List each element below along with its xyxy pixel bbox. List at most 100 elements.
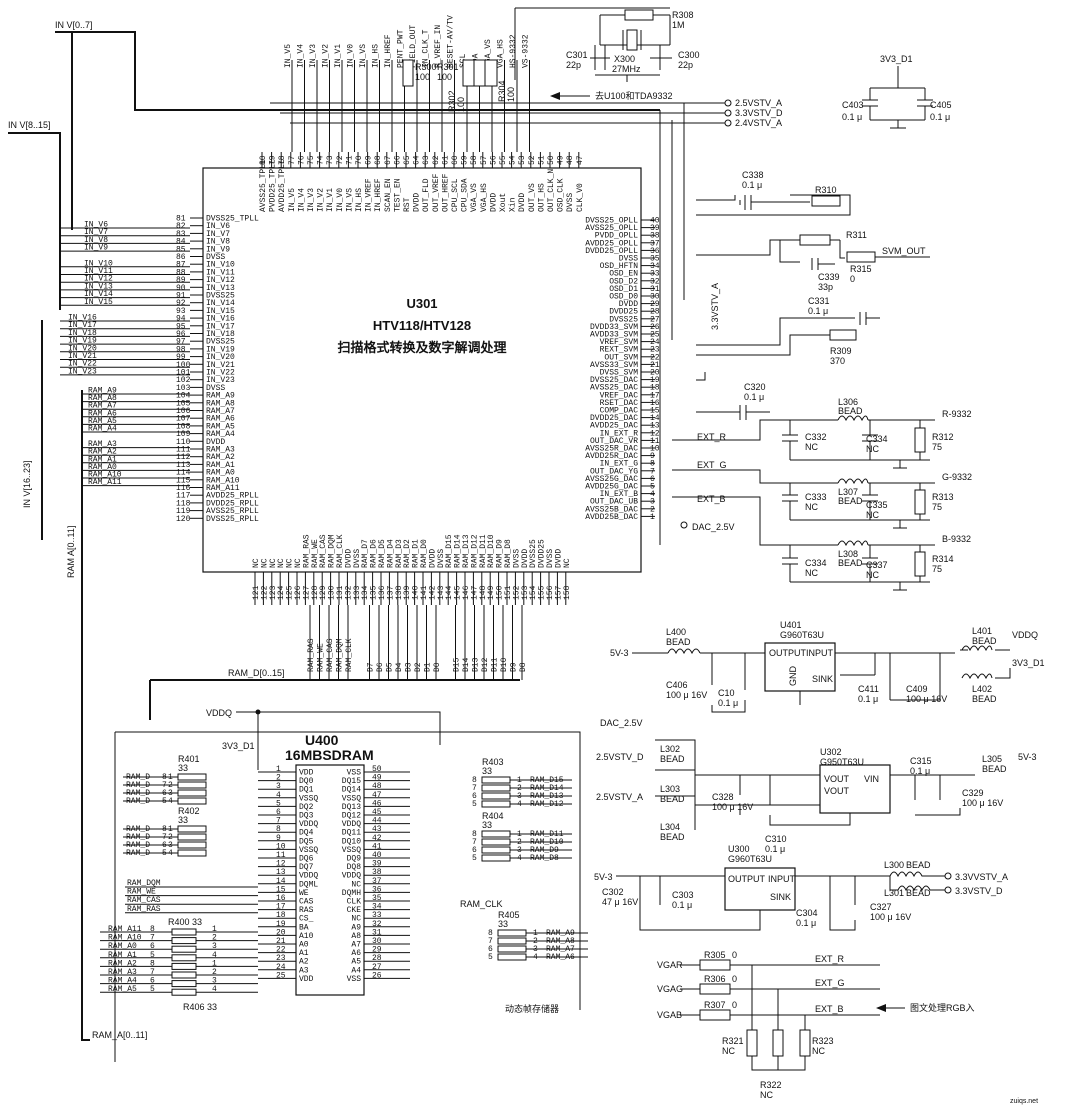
u301-top-pin-name: CPU_SCL bbox=[451, 178, 460, 212]
resistor-r322 bbox=[772, 1029, 784, 1057]
u301-bottom-pin-name: DVDD bbox=[521, 549, 530, 568]
terminal-3-3vvstv-a[interactable] bbox=[944, 872, 952, 880]
u400-right-pin-name: CKE bbox=[347, 906, 362, 915]
in-v-label: IN_V18 bbox=[68, 329, 97, 338]
rgb-output-wiring bbox=[672, 419, 935, 546]
rpack-element bbox=[497, 929, 527, 937]
u400-right-pin-name: VDDQ bbox=[342, 820, 361, 829]
bus-ram-a bbox=[81, 390, 90, 1041]
bus-label-in-v-8-15: IN V[8..15] bbox=[8, 120, 51, 130]
rail-3-3vstv-d-terminal[interactable] bbox=[724, 109, 732, 117]
decoupling-wiring bbox=[862, 66, 933, 129]
u301-function: 扫描格式转换及数字解调处理 bbox=[337, 340, 506, 355]
label-rgb-in: 图文处理RGB入 bbox=[910, 1002, 975, 1013]
u400-supply-wiring bbox=[114, 711, 581, 1062]
c10-value: 0.1 μ bbox=[718, 698, 738, 708]
u301-right-pin-name: AVSS33_SVM bbox=[590, 361, 638, 370]
u301-bottom-pin-name: NC bbox=[252, 558, 261, 568]
u400-left-pin-num: 9 bbox=[276, 834, 281, 843]
u400-left-pin-name: DQ2 bbox=[299, 803, 314, 812]
u301-right-pin-num: 36 bbox=[650, 247, 660, 256]
u301-left-pin-name: IN_V11 bbox=[206, 268, 235, 277]
rpack-element bbox=[177, 849, 207, 857]
top-net-label: IN_V0 bbox=[347, 44, 356, 68]
net-ext-g-out: EXT_G bbox=[815, 978, 845, 988]
ram-a-pad-right: 1 bbox=[212, 959, 217, 968]
rail-2-5vstv-a-terminal[interactable] bbox=[724, 99, 732, 107]
u400-right-pin-name: A6 bbox=[351, 949, 361, 958]
u301-top-pin-name: OUT_VREF bbox=[432, 173, 441, 212]
r302-value: 100 bbox=[456, 97, 466, 112]
in-v-label: IN_V21 bbox=[68, 352, 97, 361]
rpack-value: 33 bbox=[482, 766, 492, 776]
in-v-label: IN_V6 bbox=[84, 221, 108, 230]
u301-bottom-pin-name: DVSS bbox=[437, 549, 446, 568]
u400-right-pin-name: NC bbox=[351, 915, 361, 924]
u301-bottom-pin-name: RAM_D11 bbox=[479, 534, 488, 568]
u301-right-pin-num: 13 bbox=[650, 422, 660, 431]
crystal-x300-plates bbox=[622, 30, 642, 50]
u302-pin-vout-1: VOUT bbox=[824, 774, 850, 784]
rail-2-4vstv-a-label: 2.4VSTV_A bbox=[735, 118, 782, 128]
r322-ref: R322 bbox=[760, 1080, 782, 1090]
top-net-label: IN_V4 bbox=[297, 44, 306, 68]
in-v-label: IN_V19 bbox=[68, 337, 97, 346]
u400-left-pin-name: RAS bbox=[299, 906, 314, 915]
ram-a-label: RAM_A5 bbox=[88, 417, 117, 426]
c300-ref: C300 bbox=[678, 50, 700, 60]
net-dac-2-5v-b: DAC_2.5V bbox=[600, 718, 643, 728]
resistor-r313 bbox=[914, 489, 926, 515]
terminal-3-3vstv-d[interactable] bbox=[944, 886, 952, 894]
u301-left-pin-name: RAM_A6 bbox=[206, 415, 235, 424]
u400-left-pin-num: 1 bbox=[276, 765, 281, 774]
rpack-element bbox=[497, 945, 527, 953]
u301-right-pin-num: 31 bbox=[650, 285, 660, 294]
ram-a-net: RAM_A11 bbox=[108, 925, 142, 934]
u301-left-pin-num: 116 bbox=[176, 484, 191, 493]
r308-value: 1M bbox=[672, 20, 685, 30]
r323-value: NC bbox=[812, 1046, 825, 1056]
u301-bottom-pin-num: 144 bbox=[445, 585, 454, 600]
rpack-pad: 8 bbox=[472, 830, 477, 839]
rpack-pad: 7 bbox=[472, 784, 477, 793]
u400-caption: 动态帧存储器 bbox=[505, 1003, 559, 1014]
in-v-label: IN_V7 bbox=[84, 228, 108, 237]
u400-right-pin-num: 40 bbox=[372, 851, 382, 860]
u301-top-pin-name: PVDD25_TPLL bbox=[269, 159, 278, 212]
rail-3-3vstv-d-label: 3.3VSTV_D bbox=[735, 108, 783, 118]
u301-right-pin-num: 3 bbox=[650, 498, 655, 507]
u401-beads bbox=[667, 645, 993, 680]
u301-left-pin-name: DVSS25_TPLL bbox=[206, 215, 259, 224]
c403-value: 0.1 μ bbox=[842, 112, 862, 122]
u400-body bbox=[295, 764, 365, 996]
c310-value: 0.1 μ bbox=[765, 844, 785, 854]
x300-value: 27MHz bbox=[612, 64, 641, 74]
dac-2-5v-terminal[interactable] bbox=[680, 521, 688, 529]
u302-ref: U302 bbox=[820, 747, 842, 757]
u301-top-pin-num: 47 bbox=[576, 155, 585, 165]
net-3v3-d1-top: 3V3_D1 bbox=[880, 54, 913, 64]
resistor-r308 bbox=[624, 9, 654, 21]
c338-ref: C338 bbox=[742, 170, 764, 180]
u302-part: G950T63U bbox=[820, 757, 864, 767]
c409-ref: C409 bbox=[906, 684, 928, 694]
rpack-element bbox=[177, 773, 207, 781]
l301-value: BEAD bbox=[906, 888, 931, 898]
bus-label-in-v-0-7: IN V[0..7] bbox=[55, 20, 93, 30]
top-power-rails bbox=[270, 102, 725, 124]
u401-wiring bbox=[632, 649, 1011, 713]
u301-right-pin-name: AVSS25_DAC bbox=[590, 384, 638, 393]
u301-top-pin-num: 73 bbox=[326, 155, 335, 165]
u301-right-pin-num: 9 bbox=[650, 452, 655, 461]
u301-left-pin-num: 104 bbox=[176, 392, 191, 401]
u301-bottom-pin-name: RAM_D7 bbox=[361, 539, 370, 568]
bus-in-v-8-15 bbox=[8, 132, 61, 310]
net-5v3-c: 5V-3 bbox=[594, 872, 613, 882]
c304-ref: C304 bbox=[796, 908, 818, 918]
rail-2-4vstv-a-terminal[interactable] bbox=[724, 119, 732, 127]
u302-pin-vout-2: VOUT bbox=[824, 786, 850, 796]
ram-a-resistor bbox=[171, 971, 197, 979]
u301-bottom-pin-num: 123 bbox=[269, 585, 278, 600]
